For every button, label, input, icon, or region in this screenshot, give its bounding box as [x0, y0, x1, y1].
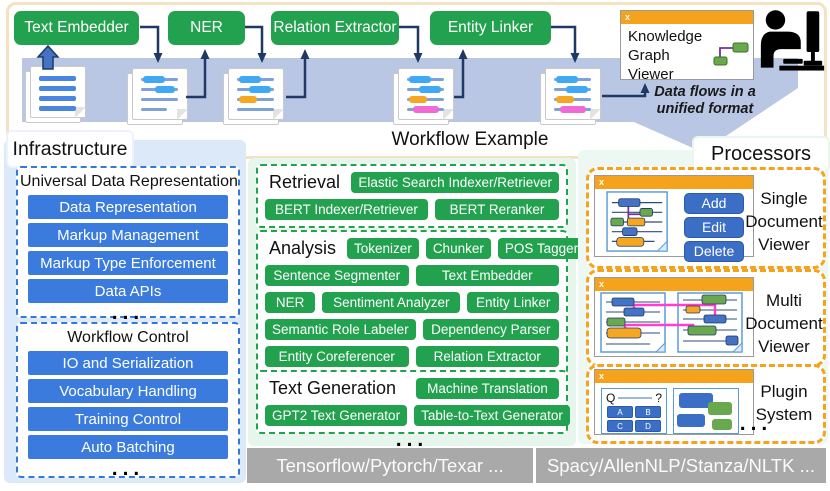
- q-label: Q: [606, 391, 616, 405]
- component-table-to-text: Table-to-Text Generator: [414, 405, 570, 426]
- document-icon: [223, 68, 284, 125]
- text-generation-group: Text Generation Machine Translation GPT2…: [256, 370, 570, 434]
- option-d: D: [635, 420, 661, 432]
- component-semantic-role-labeler: Semantic Role Labeler: [265, 319, 416, 340]
- component-bert-reranker: BERT Reranker: [434, 199, 559, 220]
- component-entity-linker: Entity Linker: [467, 292, 559, 313]
- option-b: B: [635, 406, 661, 418]
- retrieval-group: Retrieval Elastic Search Indexer/Retriev…: [256, 164, 568, 228]
- component-machine-translation: Machine Translation: [416, 378, 559, 399]
- analysis-title: Analysis: [269, 238, 337, 258]
- ellipsis: ...: [739, 412, 773, 435]
- option-c: C: [607, 420, 633, 432]
- document-icon: [393, 68, 454, 125]
- document-icon: [25, 66, 86, 123]
- analysis-group: Analysis Tokenizer Chunker POS Tagger Se…: [256, 230, 586, 375]
- q-line: [618, 397, 653, 399]
- document-icon: [540, 68, 601, 125]
- chat-plugin-icon: [673, 388, 739, 434]
- graph-icon: [713, 42, 749, 66]
- close-icon: x: [625, 12, 631, 22]
- group-title: Workflow Control: [67, 329, 189, 346]
- step-relation-extractor: Relation Extractor: [271, 11, 399, 45]
- infra-item: IO and Serialization: [28, 351, 228, 375]
- linked-documents-icon: [600, 292, 743, 353]
- generation-title: Text Generation: [269, 378, 397, 398]
- infrastructure-label: Infrastructure: [6, 130, 134, 168]
- ellipsis: ...: [111, 457, 145, 480]
- add-button: Add: [684, 192, 744, 214]
- component-chunker: Chunker: [425, 238, 491, 259]
- annotated-document-icon: [606, 191, 668, 252]
- close-icon: x: [599, 371, 605, 381]
- workflow-arrows: [36, 25, 650, 99]
- component-ner: NER: [265, 292, 316, 313]
- single-viewer-label: Single Document Viewer: [745, 189, 823, 254]
- component-text-embedder: Text Embedder: [415, 265, 559, 286]
- universal-data-representation-group: Universal Data Representation Data Repre…: [16, 166, 240, 324]
- component-elastic-search: Elastic Search Indexer/Retriever: [351, 172, 559, 193]
- backend-bar-right: Spacy/AllenNLP/Stanza/NLTK ...: [536, 448, 826, 483]
- step-text-embedder: Text Embedder: [14, 11, 139, 45]
- single-document-viewer-window: x Ad: [594, 175, 754, 262]
- infra-item: Vocabulary Handling: [28, 379, 228, 403]
- component-gpt2-generator: GPT2 Text Generator: [265, 405, 408, 426]
- step-entity-linker: Entity Linker: [430, 11, 551, 45]
- up-arrow-icon: [36, 44, 60, 70]
- components-panel: Retrieval Elastic Search Indexer/Retriev…: [248, 158, 586, 451]
- multi-viewer-label: Multi Document Viewer: [745, 291, 823, 356]
- component-sentence-segmenter: Sentence Segmenter: [265, 265, 409, 286]
- data-flow-note: Data flows in a unified format: [654, 84, 756, 118]
- component-sentiment-analyzer: Sentiment Analyzer: [322, 292, 461, 313]
- person-at-computer-icon: [760, 10, 825, 71]
- question-mark: ?: [655, 391, 662, 405]
- step-ner: NER: [168, 11, 245, 45]
- ellipsis: ...: [111, 301, 145, 324]
- infra-item: Markup Type Enforcement: [28, 251, 228, 275]
- document-icon: [127, 68, 188, 125]
- component-entity-coreferencer: Entity Coreferencer: [265, 346, 409, 367]
- close-icon: x: [599, 177, 605, 187]
- group-title: Universal Data Representation: [20, 173, 238, 190]
- plugin-system-window: x Q ? A B C D: [594, 369, 754, 435]
- plugin-system-label: Plugin System: [755, 382, 813, 424]
- knowledge-graph-viewer-window: x Knowledge Graph Viewer: [620, 10, 754, 83]
- component-dependency-parser: Dependency Parser: [422, 319, 559, 340]
- component-tokenizer: Tokenizer: [347, 238, 419, 259]
- workflow-title: Workflow Example: [391, 129, 549, 150]
- infra-item: Data APIs: [28, 279, 228, 303]
- viewer-title: Knowledge Graph Viewer: [628, 28, 703, 83]
- edit-button: Edit: [684, 216, 744, 238]
- retrieval-title: Retrieval: [269, 172, 341, 192]
- infra-item: Data Representation: [28, 195, 228, 219]
- component-relation-extractor: Relation Extractor: [415, 346, 559, 367]
- workflow-control-group: Workflow Control IO and Serialization Vo…: [16, 322, 240, 480]
- option-a: A: [607, 406, 633, 418]
- infra-item: Markup Management: [28, 223, 228, 247]
- delete-button: Delete: [684, 240, 744, 262]
- infra-item: Training Control: [28, 407, 228, 431]
- infra-item: Auto Batching: [28, 435, 228, 459]
- ellipsis: ...: [395, 428, 429, 451]
- multi-document-viewer-window: x: [594, 277, 754, 357]
- component-bert-indexer: BERT Indexer/Retriever: [265, 199, 428, 220]
- backend-bar-left: Tensorflow/Pytorch/Texar ...: [247, 448, 533, 483]
- qa-plugin-icon: Q ? A B C D: [601, 388, 667, 434]
- close-icon: x: [599, 279, 605, 289]
- component-pos-tagger: POS Tagger: [497, 238, 586, 259]
